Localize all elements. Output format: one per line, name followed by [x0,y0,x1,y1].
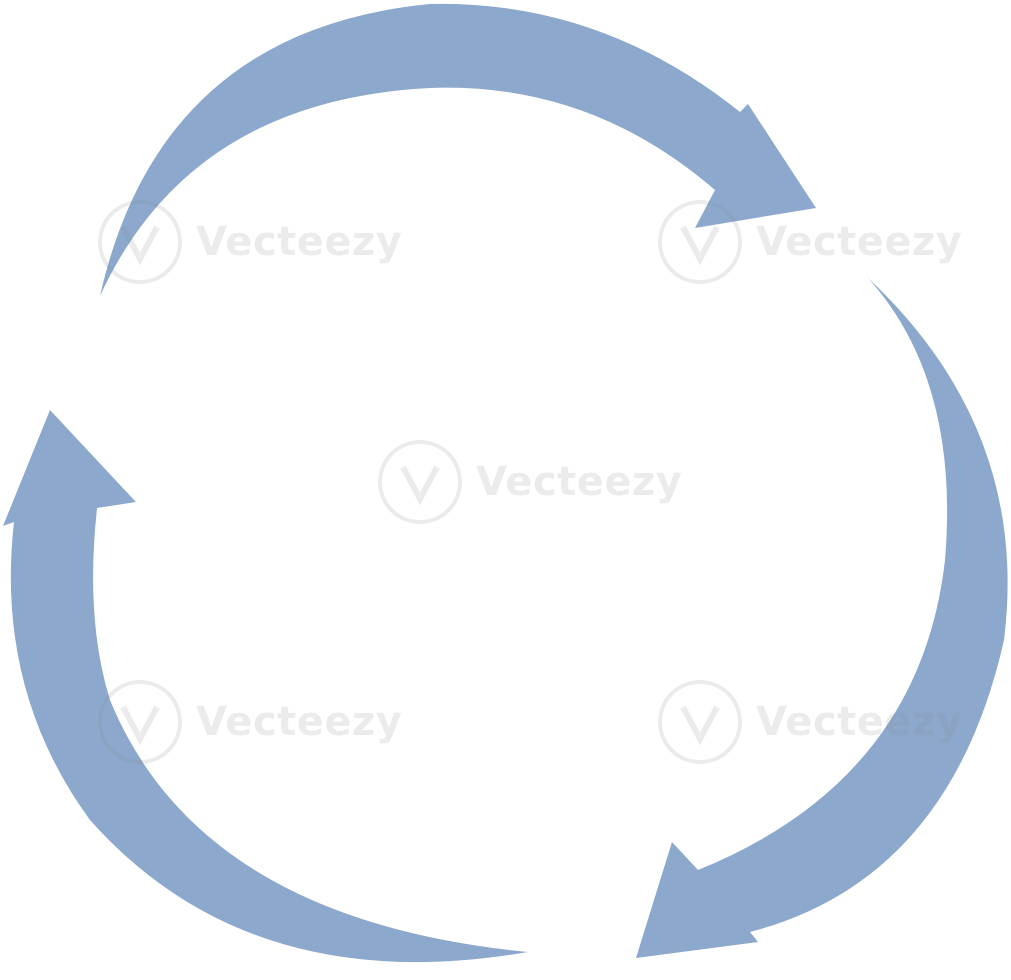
arrow-right-icon [636,278,1008,958]
arrow-left-icon [3,410,528,963]
arrow-top-icon [100,3,816,297]
